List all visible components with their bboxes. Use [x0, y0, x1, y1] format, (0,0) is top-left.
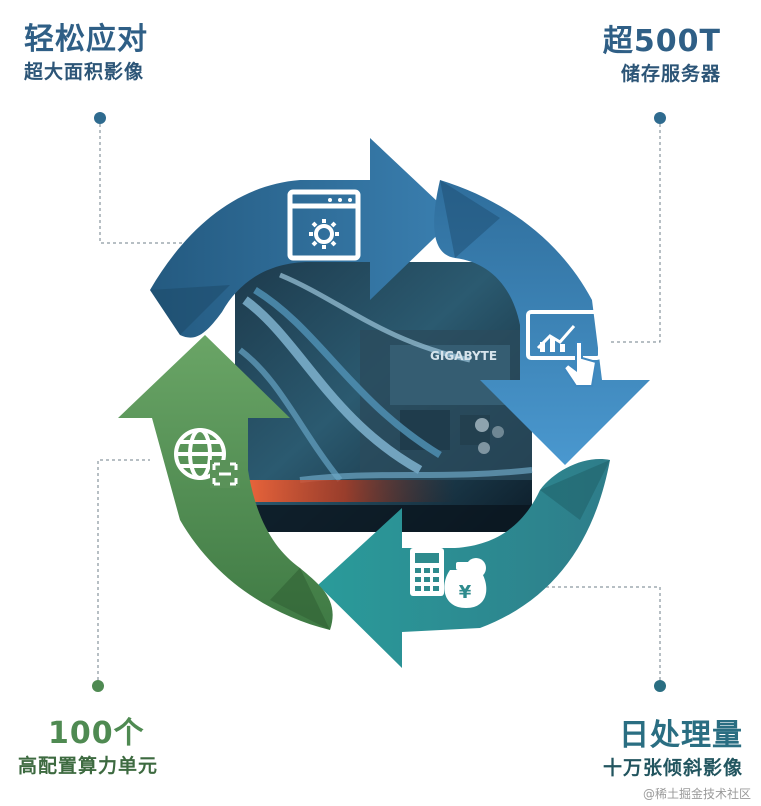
- connector-bottom-left: [97, 459, 150, 686]
- server-photo: GIGABYTE: [235, 262, 533, 532]
- connector-top-left: [99, 118, 205, 244]
- connector-dots: [92, 112, 666, 692]
- label-top-left: 轻松应对 超大面积影像: [24, 22, 148, 86]
- label-bottom-left-subtitle: 高配置算力单元: [18, 755, 159, 777]
- connector-lines: [97, 118, 661, 686]
- label-top-right: 超500T 储存服务器: [603, 24, 721, 88]
- dot-top-left: [94, 112, 106, 124]
- connector-bottom-right: [545, 586, 661, 686]
- label-top-right-title: 超500T: [602, 24, 721, 59]
- dot-bottom-left: [92, 680, 104, 692]
- brand-label: GIGABYTE: [430, 349, 497, 363]
- label-top-left-title: 轻松应对: [24, 22, 148, 57]
- browser-gear-icon: [287, 189, 361, 261]
- dot-bottom-right: [654, 680, 666, 692]
- label-bottom-left: 100个 高配置算力单元: [18, 716, 158, 780]
- globe-scan-icon: [174, 428, 240, 488]
- arrow-top: [150, 138, 455, 338]
- label-bottom-right-subtitle: 十万张倾斜影像: [602, 757, 743, 779]
- arrow-right: [434, 180, 650, 465]
- label-top-right-subtitle: 储存服务器: [620, 63, 721, 85]
- label-bottom-left-title: 100个: [48, 716, 145, 751]
- touch-chart-icon: [526, 310, 602, 387]
- calculator-money-icon: ¥: [410, 548, 487, 608]
- label-top-left-subtitle: 超大面积影像: [24, 61, 145, 83]
- dot-top-right: [654, 112, 666, 124]
- watermark: @稀土掘金技术社区: [642, 787, 751, 801]
- label-bottom-right: 日处理量 十万张倾斜影像: [603, 718, 743, 782]
- label-bottom-right-title: 日处理量: [619, 718, 743, 753]
- connector-top-right: [610, 118, 661, 343]
- svg-text:¥: ¥: [459, 582, 472, 603]
